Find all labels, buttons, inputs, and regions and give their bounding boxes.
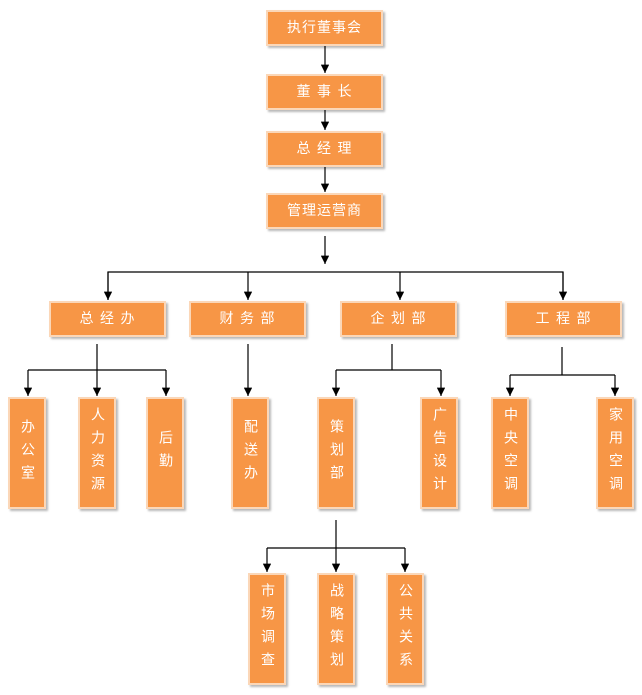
node-dept-planning: 企 划 部 — [340, 301, 457, 337]
node-strategy: 战略策划 — [317, 573, 355, 685]
node-home-ac: 家用空调 — [596, 397, 634, 509]
node-advertising: 广告设计 — [420, 397, 458, 509]
node-operator: 管理运营商 — [266, 193, 383, 229]
node-hr: 人力资源 — [78, 397, 116, 509]
node-dept-office: 总 经 办 — [49, 301, 166, 337]
node-market-research: 市场调查 — [248, 573, 286, 685]
node-logistics: 后勤 — [146, 397, 184, 509]
node-public-relations: 公共关系 — [386, 573, 424, 685]
node-chairman: 董 事 长 — [266, 74, 383, 110]
node-delivery: 配送办 — [231, 397, 269, 509]
node-general-manager: 总 经 理 — [266, 131, 383, 167]
node-office: 办公室 — [8, 397, 46, 509]
node-central-ac: 中央空调 — [491, 397, 529, 509]
node-dept-finance: 财 务 部 — [189, 301, 306, 337]
node-dept-engineering: 工 程 部 — [505, 301, 622, 337]
node-board: 执行董事会 — [266, 10, 383, 46]
node-planning-div: 策划部 — [317, 397, 355, 509]
